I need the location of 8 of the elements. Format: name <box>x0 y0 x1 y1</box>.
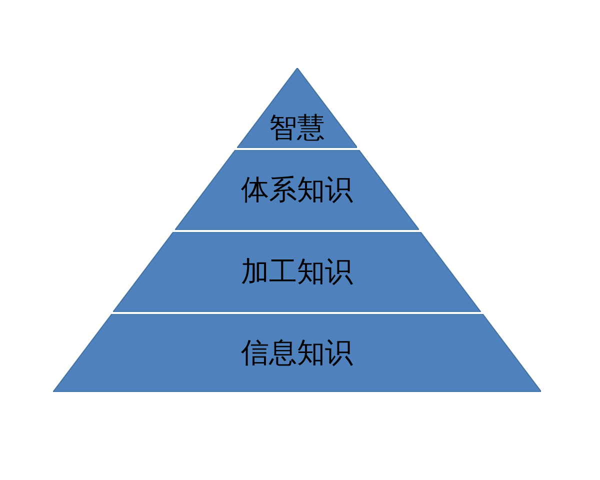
level-label: 体系知识 <box>240 176 353 204</box>
pyramid-level <box>174 150 420 230</box>
pyramid-level <box>52 314 542 392</box>
level-label: 智慧 <box>268 114 325 142</box>
pyramid-level <box>113 232 481 312</box>
level-label: 信息知识 <box>240 339 353 367</box>
pyramid-level <box>236 68 358 148</box>
level-label: 加工知识 <box>240 258 353 286</box>
